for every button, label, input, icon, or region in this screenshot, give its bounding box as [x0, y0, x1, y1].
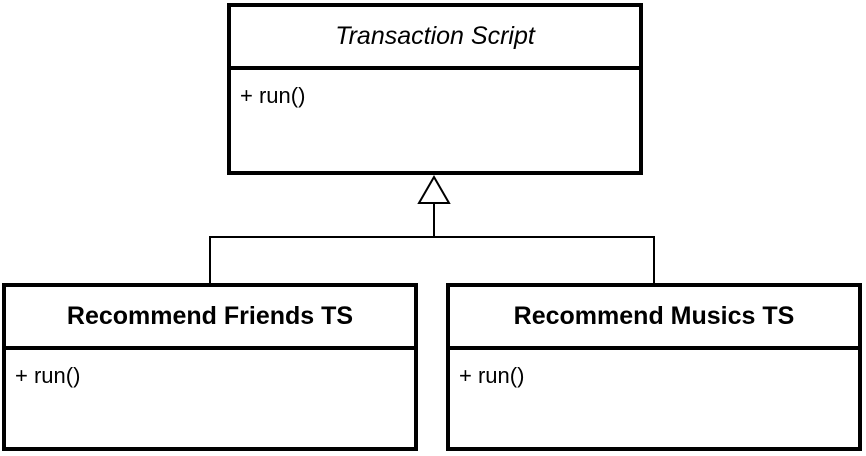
class-name-compartment: Transaction Script — [231, 7, 639, 70]
method-label: + run() — [240, 83, 306, 108]
methods-compartment: + run() — [450, 350, 858, 447]
class-name: Transaction Script — [335, 22, 535, 50]
class-name: Recommend Friends TS — [66, 302, 354, 330]
class-box-transaction-script: Transaction Script + run() — [227, 3, 643, 175]
class-name-compartment: Recommend Musics TS — [450, 287, 858, 350]
method-label: + run() — [15, 363, 81, 388]
inheritance-triangle-icon — [417, 174, 451, 204]
methods-compartment: + run() — [231, 70, 639, 171]
class-name: Recommend Musics TS — [513, 302, 795, 330]
class-box-recommend-friends-ts: Recommend Friends TS + run() — [2, 283, 418, 451]
methods-compartment: + run() — [6, 350, 414, 447]
class-box-recommend-musics-ts: Recommend Musics TS + run() — [446, 283, 862, 451]
class-name-compartment: Recommend Friends TS — [6, 287, 414, 350]
method-label: + run() — [459, 363, 525, 388]
